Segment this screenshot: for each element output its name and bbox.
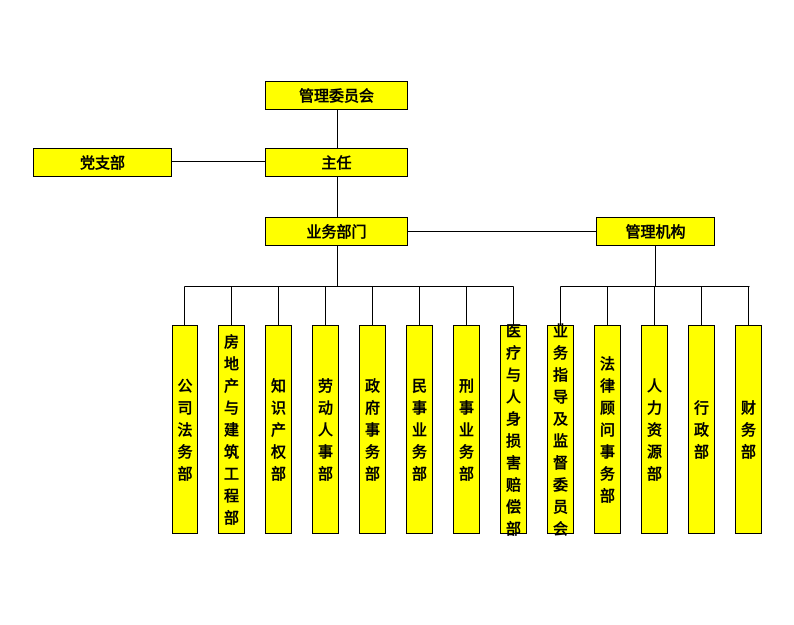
unit-corporate-law: 公司法务部 xyxy=(172,325,198,534)
management-org-box: 管理机构 xyxy=(596,217,715,246)
unit-criminal: 刑事业务部 xyxy=(453,325,480,534)
unit-label: 民事业务部 xyxy=(411,376,427,483)
management-org-label: 管理机构 xyxy=(625,223,686,241)
unit-label: 劳动人事部 xyxy=(317,376,333,483)
unit-legal-counsel: 法律顾问事务部 xyxy=(594,325,621,534)
unit-label: 刑事业务部 xyxy=(458,376,474,483)
unit-supervision-committee: 业务指导及监督委员会 xyxy=(547,322,574,538)
unit-finance: 财务部 xyxy=(735,325,762,534)
unit-labor: 劳动人事部 xyxy=(312,325,339,534)
director-box: 主任 xyxy=(265,148,408,177)
unit-hr: 人力资源部 xyxy=(641,325,668,534)
unit-label: 知识产权部 xyxy=(270,376,286,483)
party-branch-box: 党支部 xyxy=(33,148,172,177)
unit-label: 政府事务部 xyxy=(364,376,380,483)
unit-label: 公司法务部 xyxy=(177,376,193,483)
unit-label: 人力资源部 xyxy=(646,376,662,483)
unit-label: 财务部 xyxy=(740,398,756,461)
unit-admin: 行政部 xyxy=(688,325,715,534)
unit-label: 房地产与建筑工程部 xyxy=(223,332,239,527)
director-label: 主任 xyxy=(321,154,352,172)
unit-ip: 知识产权部 xyxy=(265,325,292,534)
party-branch-label: 党支部 xyxy=(79,154,125,172)
unit-medical-injury: 医疗与人身损害赔偿部 xyxy=(500,322,527,538)
unit-civil: 民事业务部 xyxy=(406,325,433,534)
business-depts-label: 业务部门 xyxy=(306,223,367,241)
unit-label: 行政部 xyxy=(693,398,709,461)
committee-label: 管理委员会 xyxy=(298,87,374,105)
unit-label: 业务指导及监督委员会 xyxy=(552,321,568,538)
unit-government: 政府事务部 xyxy=(359,325,386,534)
committee-box: 管理委员会 xyxy=(265,81,408,110)
unit-label: 法律顾问事务部 xyxy=(599,354,615,505)
unit-real-estate: 房地产与建筑工程部 xyxy=(218,325,245,534)
unit-label: 医疗与人身损害赔偿部 xyxy=(505,321,521,538)
business-depts-box: 业务部门 xyxy=(265,217,408,246)
